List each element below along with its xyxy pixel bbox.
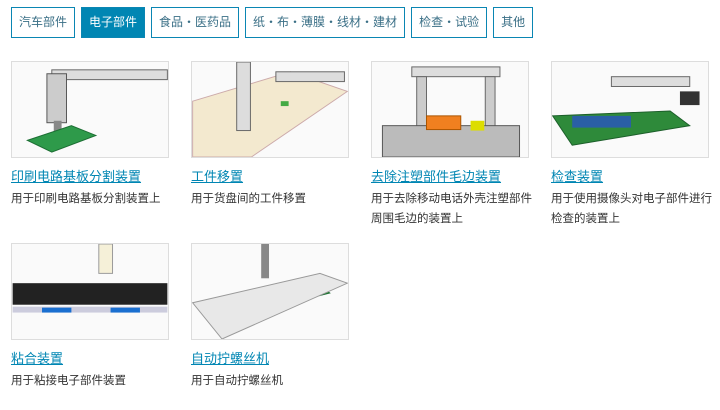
- card-title-link[interactable]: 印刷电路基板分割装置: [11, 170, 142, 185]
- card-description: 用于使用摄像头对电子部件进行检查的装置上: [551, 191, 712, 225]
- tab-automotive[interactable]: 汽车部件: [11, 7, 76, 38]
- screw-tightening-image[interactable]: [191, 243, 349, 340]
- tab-electronics[interactable]: 电子部件: [81, 7, 146, 38]
- tab-inspection-testing[interactable]: 检查・试验: [411, 7, 488, 38]
- tab-food-medicine[interactable]: 食品・医药品: [151, 7, 240, 38]
- card-title-link[interactable]: 自动拧螺丝机: [191, 352, 270, 367]
- workpiece-transfer-image[interactable]: [191, 61, 349, 158]
- card-description: 用于货盘间的工件移置: [191, 191, 306, 205]
- bonding-image[interactable]: [11, 243, 169, 340]
- card-title-link[interactable]: 检查装置: [551, 170, 604, 185]
- tab-other[interactable]: 其他: [493, 7, 534, 38]
- inspection-image[interactable]: [551, 61, 709, 158]
- tab-paper-cloth-film[interactable]: 纸・布・薄膜・线材・建材: [245, 7, 406, 38]
- card-description: 用于去除移动电话外壳注塑部件周围毛边的装置上: [371, 191, 532, 225]
- product-card: 自动拧螺丝机 用于自动拧螺丝机: [191, 243, 351, 390]
- card-description: 用于印刷电路基板分割装置上: [11, 191, 161, 205]
- deburring-image[interactable]: [371, 61, 529, 158]
- product-card: 检查装置 用于使用摄像头对电子部件进行检查的装置上: [551, 61, 712, 228]
- product-card: 粘合装置 用于粘接电子部件装置: [11, 243, 171, 390]
- product-card: 工件移置 用于货盘间的工件移置: [191, 61, 351, 208]
- card-description: 用于自动拧螺丝机: [191, 373, 283, 387]
- pcb-splitter-image[interactable]: [11, 61, 169, 158]
- category-tabs: 汽车部件 电子部件 食品・医药品 纸・布・薄膜・线材・建材 检查・试验 其他: [11, 7, 534, 38]
- product-card: 去除注塑部件毛边装置 用于去除移动电话外壳注塑部件周围毛边的装置上: [371, 61, 532, 228]
- card-title-link[interactable]: 去除注塑部件毛边装置: [371, 170, 502, 185]
- card-title-link[interactable]: 工件移置: [191, 170, 244, 185]
- card-description: 用于粘接电子部件装置: [11, 373, 126, 387]
- product-card: 印刷电路基板分割装置 用于印刷电路基板分割装置上: [11, 61, 171, 208]
- card-title-link[interactable]: 粘合装置: [11, 352, 64, 367]
